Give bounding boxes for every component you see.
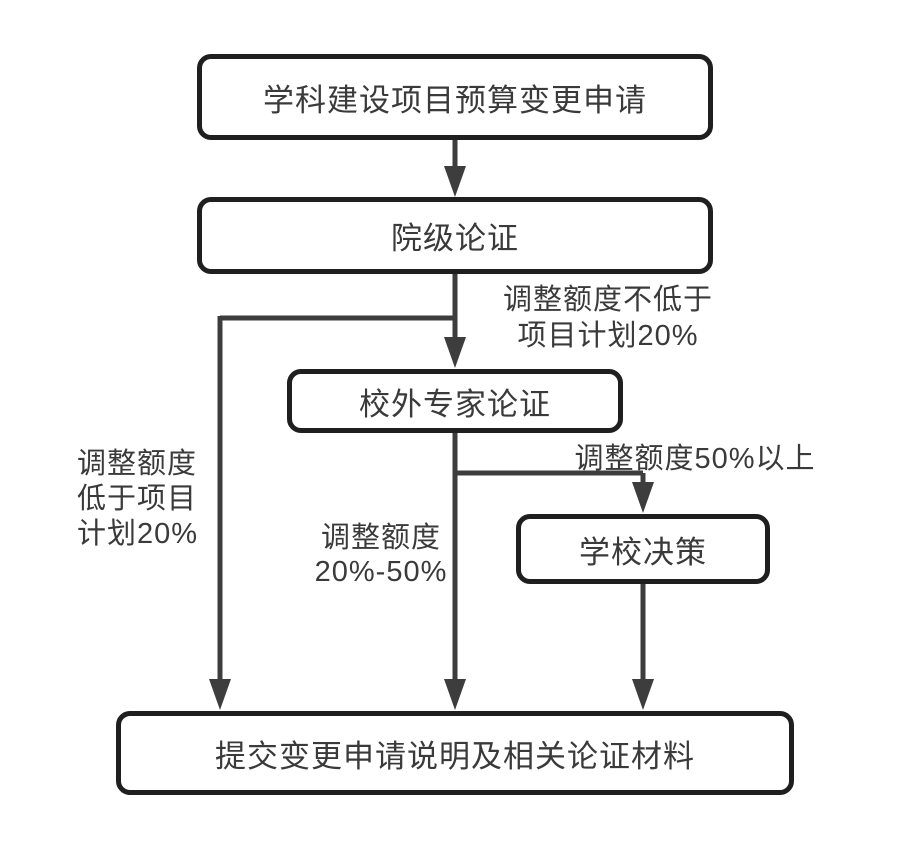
node-external-expert-review: 校外专家论证 [287,369,623,433]
node-start-label: 学科建设项目预算变更申请 [263,82,647,118]
edge-label-line: 项目计划20% [517,320,699,352]
node-external-expert-review-label: 校外专家论证 [359,386,551,422]
node-submit-materials-label: 提交变更申请说明及相关论证材料 [215,738,695,774]
edge-label-line: 低于项目 [77,483,198,515]
arrowhead-into-school [632,482,654,513]
arrowhead-left-into-submit [209,679,231,710]
edge-label-adjust-above-50: 调整额度50%以上 [570,441,820,477]
edge-label-adjust-20-to-50: 调整额度 20%-50% [310,521,452,589]
arrowhead-middle-into-submit [444,679,466,710]
edge-label-adjust-below-20: 调整额度 低于项目 计划20% [77,447,207,552]
node-college-review-label: 院级论证 [391,221,519,256]
arrowhead-into-college [444,166,466,197]
node-start: 学科建设项目预算变更申请 [197,54,713,140]
edge-label-line: 调整额度50%以上 [574,443,816,475]
node-school-decision: 学校决策 [516,514,770,584]
edge-label-line: 调整额度 [320,522,441,554]
node-school-decision-label: 学校决策 [579,534,707,570]
edge-label-line: 计划20% [77,518,199,550]
edge-label-line: 20%-50% [314,556,448,588]
arrowhead-right-into-submit [632,679,654,710]
node-submit-materials: 提交变更申请说明及相关论证材料 [116,711,794,795]
edge-label-line: 调整额度 [77,448,198,480]
edge-label-line: 调整额度不低于 [502,284,713,316]
node-college-review: 院级论证 [197,197,713,274]
arrowhead-into-external [444,337,466,368]
edge-label-adjust-not-below-20: 调整额度不低于 项目计划20% [480,282,736,354]
